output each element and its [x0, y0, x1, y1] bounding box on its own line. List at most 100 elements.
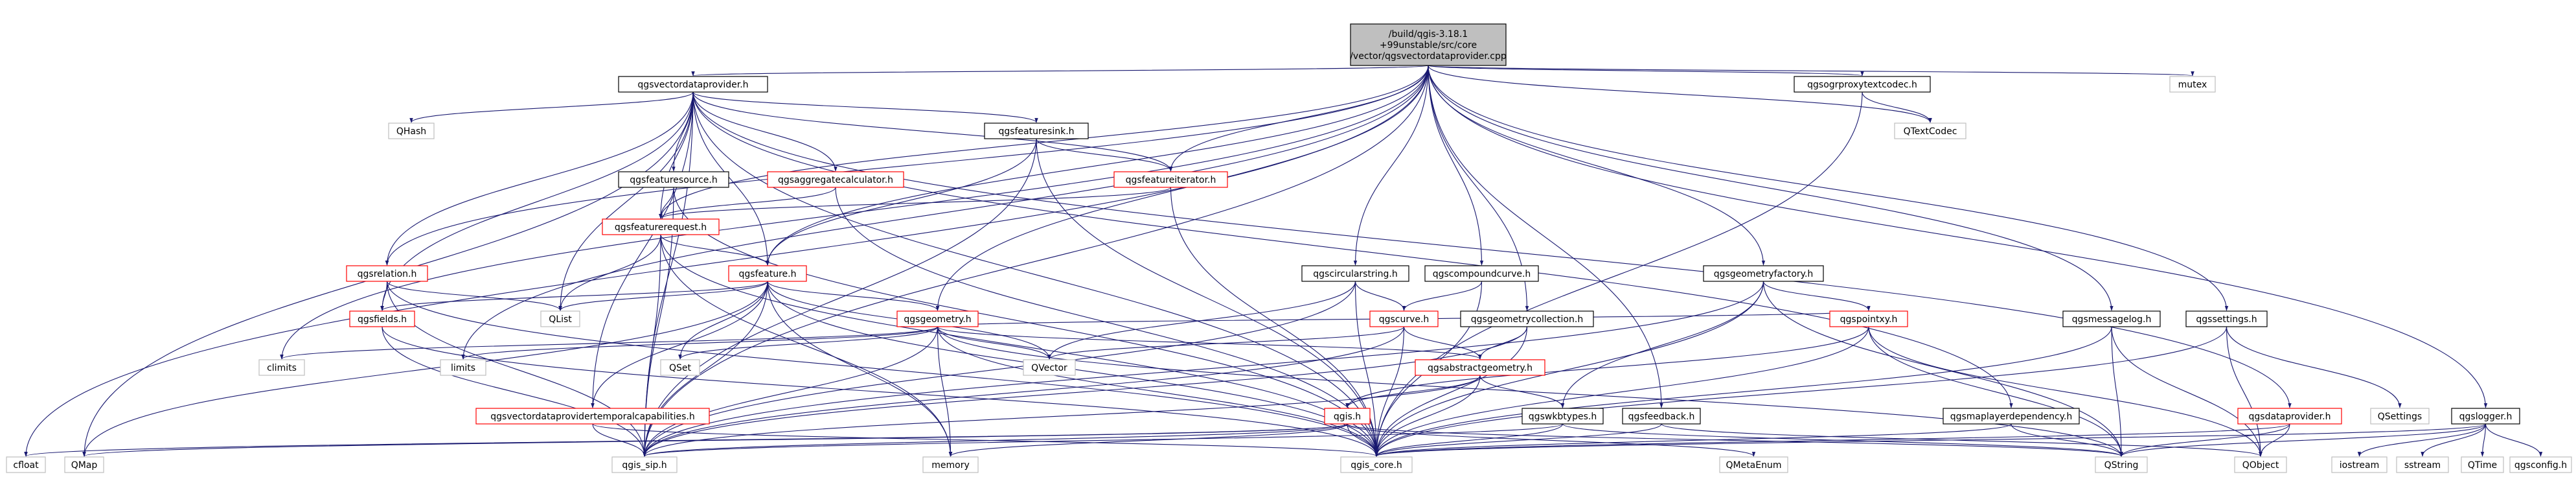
node-box [440, 359, 486, 376]
node-qgsfeaturesource_h[interactable]: qgsfeaturesource.h [618, 171, 729, 188]
edge-qgsfeedback_h-to-QObject [1661, 423, 2263, 457]
node-qgsdataprovider_h[interactable]: qgsdataprovider.h [2237, 408, 2342, 425]
node-label: qgsmaplayerdependency.h [1950, 412, 2073, 422]
node-label: climits [267, 363, 297, 373]
node-label: qgsaggregatecalculator.h [778, 175, 893, 185]
node-qgsgeometry_h[interactable]: qgsgeometry.h [896, 310, 979, 327]
node-label: qgis.h [1334, 412, 1361, 422]
node-QVector: QVector [1023, 359, 1076, 376]
edge-root-to-qgsmessagelog_h [1428, 65, 2114, 311]
node-label: qgsgeometrycollection.h [1471, 314, 1583, 325]
node-box [1324, 408, 1371, 425]
edge-qgsmessagelog_h-to-qgis_core_h [1374, 326, 2112, 457]
node-qgswkbtypes_h[interactable]: qgswkbtypes.h [1522, 408, 1604, 425]
node-label: QSet [669, 363, 692, 373]
node-label: qgsfeature.h [739, 269, 797, 279]
edge-qgsvectordataprovider_h-to-QHash [409, 91, 694, 123]
node-box [618, 76, 768, 93]
node-box [475, 408, 710, 425]
edge-qgsgeometryfactory_h-to-qgis_core_h [1374, 281, 1764, 457]
node-qgscompoundcurve_h[interactable]: qgscompoundcurve.h [1424, 265, 1539, 282]
node-qgspointxy_h[interactable]: qgspointxy.h [1829, 310, 1908, 327]
node-qgsfeaturerequest_h[interactable]: qgsfeaturerequest.h [602, 218, 720, 235]
node-qgsfeaturesink_h[interactable]: qgsfeaturesink.h [984, 123, 1089, 139]
node-memory: memory [922, 456, 979, 473]
edge-qgswkbtypes_h-to-qgis_sip_h [643, 423, 1564, 457]
edge-root-to-qgslogger_h [1428, 65, 2488, 408]
node-qgsvectordataprovidertemporalcapabilities_h[interactable]: qgsvectordataprovidertemporalcapabilitie… [475, 408, 710, 425]
node-QObject: QObject [2234, 456, 2287, 473]
edge-root-to-qgsrelation_h [385, 65, 1429, 266]
node-qgsaggregatecalculator_h[interactable]: qgsaggregatecalculator.h [767, 171, 904, 188]
edge-qgsfeatureiterator_h-to-qgsfeaturerequest_h [659, 187, 1172, 219]
node-qgsfeature_h[interactable]: qgsfeature.h [728, 265, 807, 282]
edge-qgsogrproxytextcodec_h-to-qgis_core_h [1374, 91, 1863, 457]
edge-qgscurve_h-to-qgsabstractgeometry_h [1403, 326, 1482, 360]
edge-qgsfeaturesource_h-to-qgis_core_h [673, 187, 1378, 457]
node-box [984, 123, 1089, 139]
edge-qgscircularstring_h-to-qgis_core_h [1354, 281, 1378, 457]
node-qgscircularstring_h[interactable]: qgscircularstring.h [1301, 265, 1409, 282]
edge-qgsvectordataprovider_h-to-qgsrelation_h [385, 91, 694, 266]
node-label: cfloat [13, 460, 39, 471]
node-QSettings: QSettings [2370, 408, 2430, 425]
node-qgsfields_h[interactable]: qgsfields.h [349, 310, 415, 327]
edge-qgsgeometry_h-to-QVector [937, 326, 1051, 360]
edge-qgslogger_h-to-QTime [2480, 423, 2487, 457]
node-label: qgsmessagelog.h [2072, 314, 2152, 325]
node-label: qgslogger.h [2459, 412, 2513, 422]
node-qgsrelation_h[interactable]: qgsrelation.h [346, 265, 428, 282]
edge-root-to-mutex [1428, 65, 2194, 76]
node-qgsvectordataprovider_h[interactable]: qgsvectordataprovider.h [618, 76, 768, 93]
node-box [922, 456, 979, 473]
edge-qgsvectordataprovidertemporalcapabilities_h-to-qgis_sip_h [592, 423, 646, 457]
node-box [1622, 408, 1701, 425]
edge-qgsgeometrycollection_h-to-qgsabstractgeometry_h [1478, 326, 1528, 360]
node-root[interactable]: /build/qgis-3.18.1+99unstable/src/core/v… [1350, 23, 1507, 66]
edge-qgsdataprovider_h-to-QString [2119, 423, 2290, 457]
node-qgsmaplayerdependency_h[interactable]: qgsmaplayerdependency.h [1943, 408, 2080, 425]
edge-root-to-qgsogrproxytextcodec_h [1428, 65, 1864, 76]
node-label: QMetaEnum [1726, 460, 1781, 471]
edge-qgsgeometryfactory_h-to-qgswkbtypes_h [1560, 281, 1764, 408]
node-box [2234, 456, 2287, 473]
node-box [346, 265, 428, 282]
node-box [1369, 310, 1439, 327]
node-qgsabstractgeometry_h[interactable]: qgsabstractgeometry.h [1415, 359, 1545, 376]
node-qgis_h[interactable]: qgis.h [1324, 408, 1371, 425]
node-label: qgsrelation.h [358, 269, 417, 279]
node-qgsgeometrycollection_h[interactable]: qgsgeometrycollection.h [1460, 310, 1594, 327]
node-QString: QString [2095, 456, 2148, 473]
node-label: qgsfeatureiterator.h [1126, 175, 1216, 185]
node-qgsogrproxytextcodec_h[interactable]: qgsogrproxytextcodec.h [1794, 76, 1931, 93]
node-qgscurve_h[interactable]: qgscurve.h [1369, 310, 1439, 327]
node-qgslogger_h[interactable]: qgslogger.h [2451, 408, 2520, 425]
edge-qgspointxy_h-to-QString [1868, 326, 2123, 457]
node-box [767, 171, 904, 188]
node-label: qgsgeometry.h [904, 314, 971, 325]
node-qgsmessagelog_h[interactable]: qgsmessagelog.h [2062, 310, 2161, 327]
node-box [1719, 456, 1788, 473]
edge-qgsgeometry_h-to-limits [461, 326, 939, 360]
edge-qgis_h-to-QMetaEnum [1347, 423, 1756, 457]
edge-qgsfeature_h-to-qgsfields_h [380, 281, 768, 311]
edge-qgslogger_h-to-qgis_core_h [1374, 423, 2487, 457]
edge-qgsvectordataprovider_h-to-qgsvectordataprovidertemporalcapabilities_h [591, 91, 694, 408]
node-QMap: QMap [64, 456, 104, 473]
node-qgssettings_h[interactable]: qgssettings.h [2185, 310, 2268, 327]
node-label: limits [451, 363, 475, 373]
node-qgis_sip_h: qgis_sip.h [611, 456, 678, 473]
node-box [1894, 123, 1966, 139]
node-qgsgeometryfactory_h[interactable]: qgsgeometryfactory.h [1703, 265, 1824, 282]
node-qgsfeedback_h[interactable]: qgsfeedback.h [1622, 408, 1701, 425]
edge-qgsfeature_h-to-QSet [678, 281, 768, 360]
edge-qgsgeometry_h-to-memory [937, 326, 953, 457]
node-box [1829, 310, 1908, 327]
node-qgis_core_h: qgis_core.h [1340, 456, 1413, 473]
edge-qgsabstractgeometry_h-to-qgis_core_h [1374, 375, 1481, 457]
node-qgsfeatureiterator_h[interactable]: qgsfeatureiterator.h [1113, 171, 1228, 188]
edge-qgscircularstring_h-to-qgscurve_h [1354, 281, 1406, 311]
node-label: qgsdataprovider.h [2249, 412, 2331, 422]
node-box [1522, 408, 1604, 425]
edge-qgsgeometry_h-to-QSet [678, 326, 939, 360]
